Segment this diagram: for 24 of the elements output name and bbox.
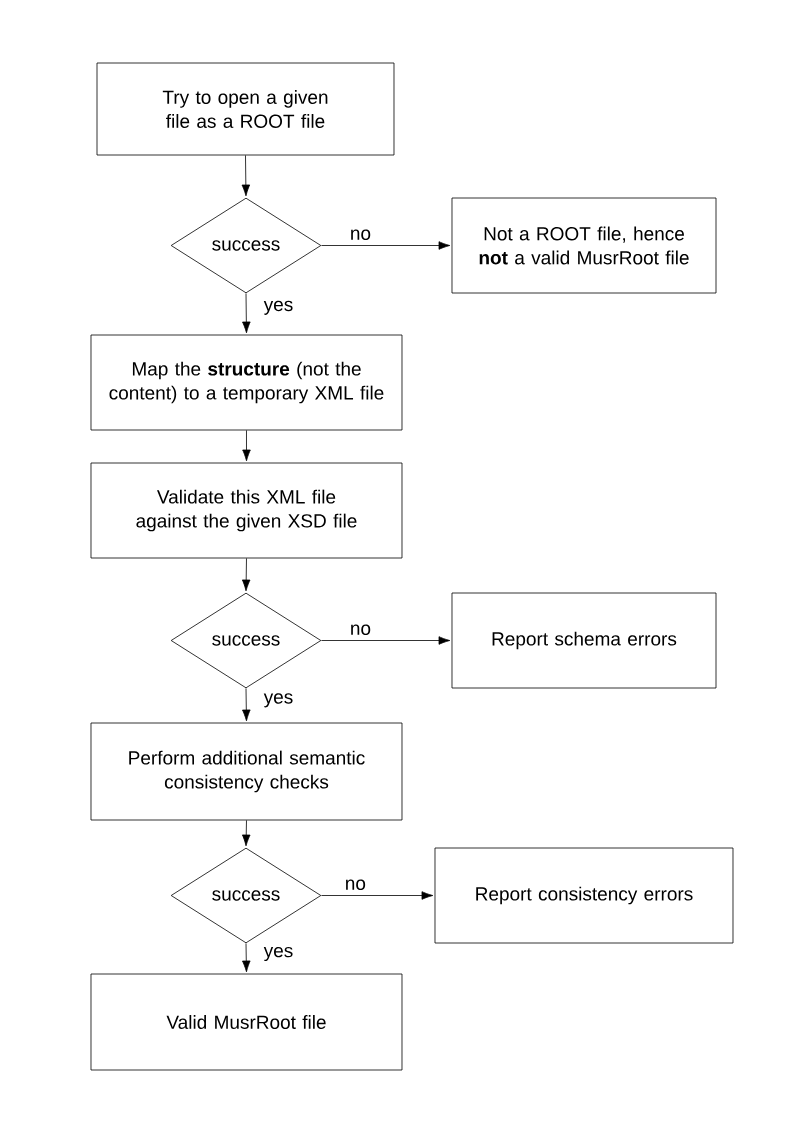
- edge-label: no: [346, 879, 366, 890]
- arrow: [242, 820, 251, 847]
- process-box: Validate this XML file against the given XSD file: [90, 462, 403, 559]
- process-box: Try to open a given file as a ROOT file: [96, 62, 395, 156]
- process-box: Valid MusrRoot file: [90, 973, 403, 1071]
- process-box: Report consistency errors: [434, 847, 734, 944]
- process-box: Perform additional semantic consistency checks: [90, 722, 403, 821]
- arrow: [321, 636, 451, 645]
- edge-label: no: [351, 229, 371, 240]
- edge-label: no: [351, 624, 371, 635]
- arrow: [242, 943, 251, 973]
- arrow: [241, 155, 251, 197]
- arrow: [241, 558, 251, 592]
- edge-label: yes: [263, 300, 293, 315]
- process-box: Report schema errors: [451, 592, 717, 689]
- edge-label: yes: [263, 693, 293, 708]
- arrow: [242, 688, 251, 722]
- arrow: [321, 241, 451, 250]
- process-box: Not a ROOT file, hence not a valid MusrRoot file: [451, 197, 717, 294]
- arrow: [242, 293, 251, 334]
- arrow: [242, 430, 251, 462]
- edge-label: yes: [263, 946, 293, 962]
- arrow: [321, 891, 434, 900]
- process-box: Map the structure (not the content) to a temporary XML file: [90, 334, 403, 431]
